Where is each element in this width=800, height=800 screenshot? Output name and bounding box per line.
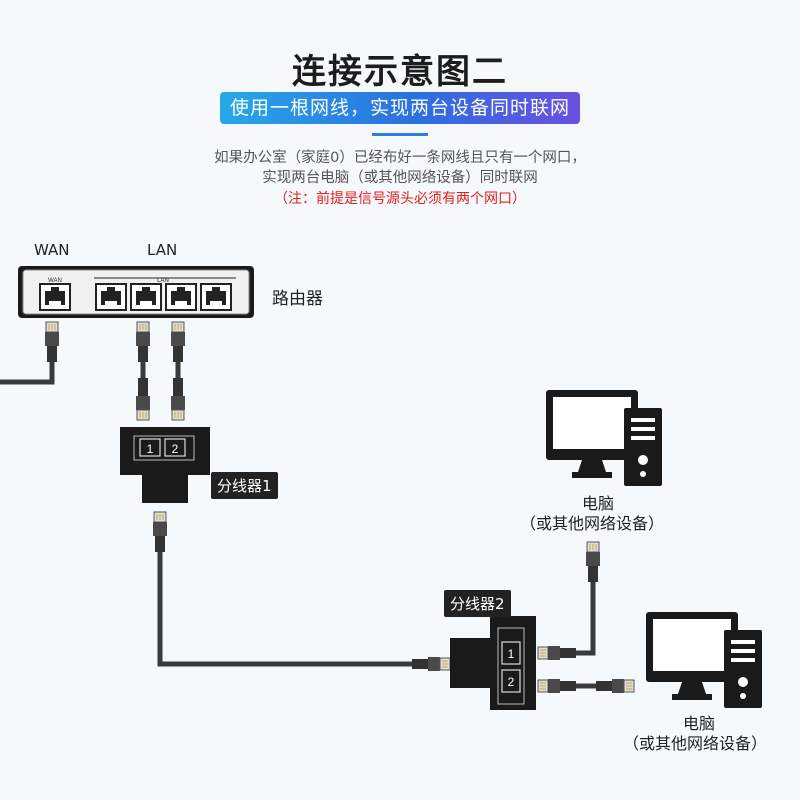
splitter-1 bbox=[120, 427, 210, 503]
lan-cable-1 bbox=[135, 321, 151, 421]
splitter-1-label: 分线器1 bbox=[211, 472, 278, 499]
lan-label: LAN bbox=[147, 241, 178, 259]
splitter-1-port-2-label: 2 bbox=[172, 442, 179, 456]
accent-line bbox=[372, 133, 428, 136]
page-title: 连接示意图二 bbox=[292, 52, 508, 92]
router bbox=[18, 266, 254, 318]
description-line-2: 实现两台电脑（或其他网络设备）同时联网 bbox=[262, 170, 538, 186]
splitter-1-port-1-label: 1 bbox=[147, 442, 154, 456]
splitter-2-label: 分线器2 bbox=[444, 590, 511, 617]
computer-2-subtitle: （或其他网络设备） bbox=[623, 734, 768, 753]
computer-2-icon bbox=[646, 612, 762, 708]
computer-1-icon bbox=[546, 390, 662, 486]
splitter-2 bbox=[450, 616, 536, 710]
router-wan-small-label: WAN bbox=[48, 278, 62, 284]
computer-1-name: 电脑 bbox=[582, 494, 615, 513]
router-lan-small-label: LAN bbox=[157, 278, 169, 284]
lan-port-icon bbox=[165, 283, 197, 311]
computer-2-name: 电脑 bbox=[683, 714, 716, 733]
splitter-2-port-1-label: 1 bbox=[508, 647, 515, 661]
wan-label: WAN bbox=[34, 241, 70, 259]
wan-port-icon bbox=[39, 283, 71, 311]
trunk-cable bbox=[152, 511, 451, 672]
description-line-1: 如果办公室（家庭0）已经布好一条网线且只有一个网口， bbox=[214, 150, 586, 166]
lan-port-icon bbox=[95, 283, 127, 311]
lan-port-icon bbox=[200, 283, 232, 311]
subtitle-banner: 使用一根网线，实现两台设备同时联网 bbox=[220, 92, 580, 124]
cable-to-computer-2 bbox=[537, 678, 635, 694]
wan-cable bbox=[0, 321, 60, 385]
router-label: 路由器 bbox=[272, 289, 323, 309]
computer-1-subtitle: （或其他网络设备） bbox=[520, 514, 665, 533]
lan-port-icon bbox=[130, 283, 162, 311]
cable-to-computer-1 bbox=[537, 541, 601, 661]
splitter-2-port-2-label: 2 bbox=[508, 675, 515, 689]
prerequisite-note: （注：前提是信号源头必须有两个网口） bbox=[274, 191, 526, 207]
lan-cable-2 bbox=[170, 321, 186, 421]
